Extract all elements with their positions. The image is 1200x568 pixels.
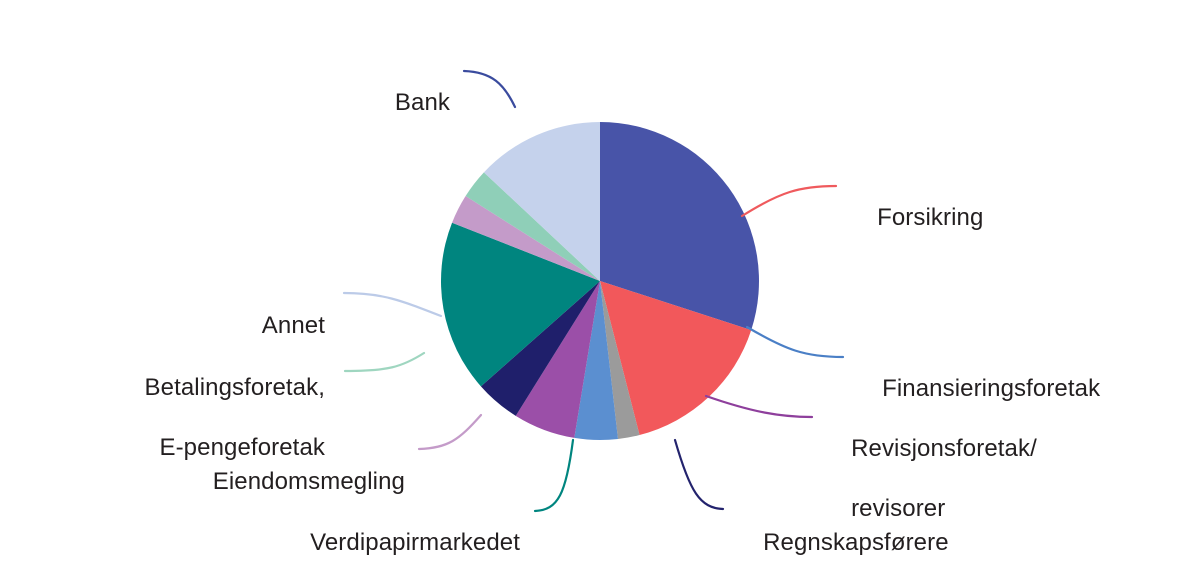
pie-slice[interactable] (515, 281, 600, 438)
label-forsikring: Forsikring (850, 173, 1070, 263)
leader-line-bank (462, 69, 517, 109)
label-eiendomsmegling-text: Eiendomsmegling (212, 468, 405, 495)
pie-slice[interactable] (483, 121, 600, 281)
label-eiendomsmegling: Eiendomsmegling (130, 437, 405, 527)
pie-slice-group (440, 121, 760, 441)
label-regnskapsforere: Regnskapsførere (736, 498, 1016, 568)
label-regnskapsforere-text: Regnskapsførere (763, 529, 949, 556)
label-betalingsforetak-line1: Betalingsforetak, (144, 374, 325, 401)
pie-slice[interactable] (480, 281, 600, 416)
label-bank-text: Bank (394, 89, 450, 116)
label-revisjonsforetak: Revisjonsforetak/ revisorer (824, 404, 1124, 554)
pie-slice[interactable] (452, 196, 600, 281)
leader-line-regnskapsforere (673, 438, 725, 511)
label-verdipapirmarkedet-text: Verdipapirmarkedet (310, 529, 520, 556)
leader-line-annet (342, 291, 443, 318)
pie-slice[interactable] (465, 172, 600, 281)
pie-slice[interactable] (600, 122, 760, 331)
leader-line-forsikring (740, 184, 838, 218)
label-finansieringsforetak-text: Finansieringsforetak (882, 375, 1101, 402)
pie-slice[interactable] (600, 281, 752, 435)
label-finansieringsforetak: Finansieringsforetak (855, 344, 1155, 434)
leader-line-group (342, 69, 845, 513)
leader-line-eiendomsmegling (417, 413, 483, 451)
label-annet: Annet (150, 281, 325, 371)
pie-slice[interactable] (440, 222, 600, 387)
label-annet-text: Annet (261, 312, 325, 339)
label-forsikring-text: Forsikring (877, 204, 984, 231)
label-bank: Bank (330, 58, 450, 148)
label-betalingsforetak: Betalingsforetak, E-pengeforetak (40, 343, 325, 493)
label-betalingsforetak-line2: E-pengeforetak (159, 434, 325, 461)
leader-line-finansieringsforetak (745, 325, 845, 359)
label-revisjonsforetak-line2: revisorer (851, 495, 946, 522)
pie-slice[interactable] (600, 281, 640, 439)
label-verdipapirmarkedet: Verdipapirmarkedet (230, 498, 520, 568)
leader-line-betalingsforetak (343, 351, 426, 373)
pie-slice[interactable] (574, 281, 618, 441)
label-revisjonsforetak-line1: Revisjonsforetak/ (851, 435, 1037, 462)
leader-line-verdipapirmarkedet (533, 438, 575, 513)
leader-line-revisjonsforetak (704, 394, 814, 419)
